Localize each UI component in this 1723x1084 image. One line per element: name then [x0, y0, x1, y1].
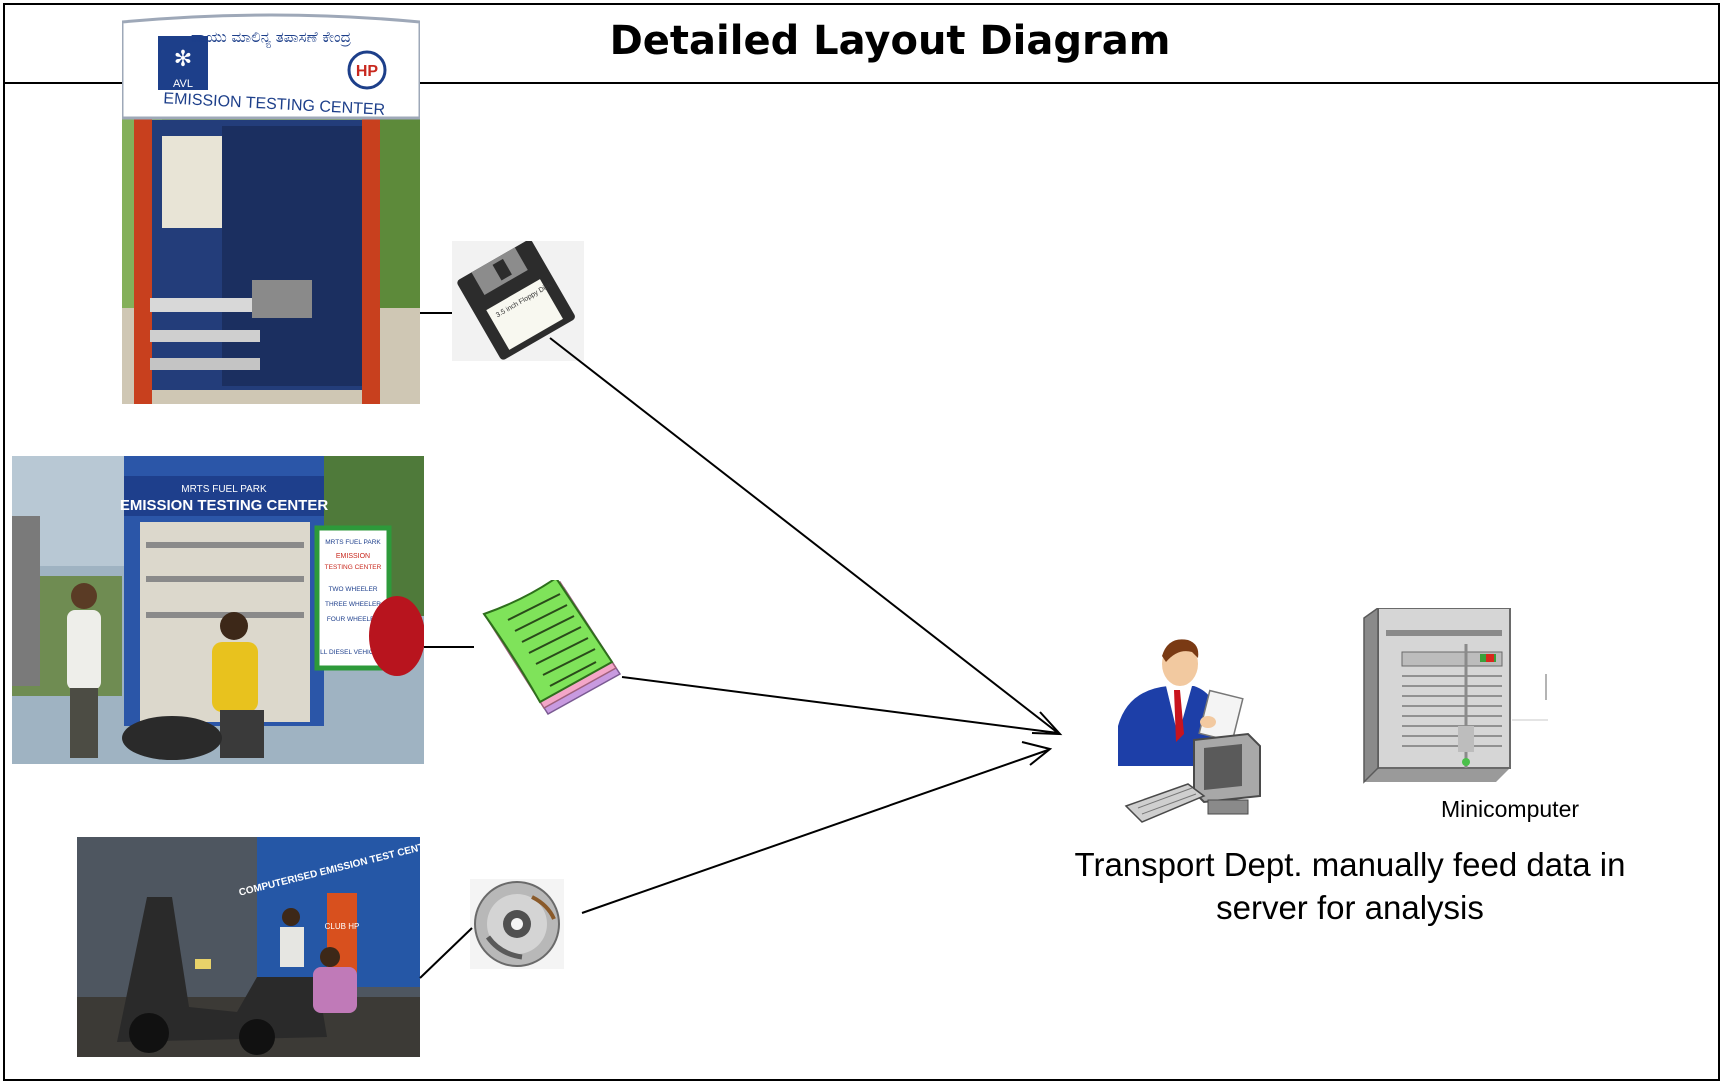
- emission-booth-3-photo: CLUB HP COMPUTERISED EMISSION TEST CENTR…: [77, 837, 420, 1057]
- board-line-7: LL DIESEL VEHICLES: [320, 649, 386, 656]
- paper-documents-icon: [482, 580, 622, 715]
- booth3-board: CLUB HP: [325, 922, 360, 931]
- cd-arrow: [581, 749, 1049, 914]
- arrowhead-top: [1031, 711, 1063, 736]
- avl-logo-text: AVL: [173, 78, 193, 90]
- board-line-6: FOUR WHEELER: [327, 616, 380, 623]
- board-line-1: MRTS FUEL PARK: [325, 539, 381, 546]
- emission-booth-1-photo: ✻ AVL HP ವಾಯು ಮಾಲಿನ್ಯ ತಪಾಸಣೆ ಕೇಂದ್ರ EMIS…: [122, 13, 420, 404]
- board-line-4: TWO WHEELER: [328, 586, 377, 593]
- board-line-5: THREE WHEELER: [325, 601, 381, 608]
- minicomputer-server-icon: [1363, 608, 1548, 784]
- diagram-title: Detailed Layout Diagram: [609, 18, 1171, 64]
- minicomputer-label: Minicomputer: [1440, 796, 1580, 822]
- svg-text:✻: ✻: [174, 47, 192, 72]
- floppy-disk-icon: 3.5 inch Floppy Disk: [452, 241, 584, 361]
- caption-line-1: Transport Dept. manually feed data in: [1074, 846, 1626, 883]
- emission-booth-2-photo: MRTS FUEL PARK EMISSION TESTING CENTER M…: [12, 456, 424, 764]
- floppy-arrow: [549, 337, 1059, 734]
- board-line-3: TESTING CENTER: [325, 564, 382, 571]
- booth2-sign-text: EMISSION TESTING CENTER: [120, 497, 329, 514]
- compact-disc-icon: [470, 879, 564, 969]
- operator-at-computer-icon: [1118, 639, 1261, 823]
- booth2-sign-top: MRTS FUEL PARK: [181, 484, 267, 495]
- caption-line-2: server for analysis: [1216, 889, 1484, 926]
- board-line-2: EMISSION: [336, 553, 370, 560]
- server-caption: Transport Dept. manually feed data in se…: [1040, 843, 1660, 929]
- booth3-to-cd-line: [419, 927, 473, 979]
- arrowhead-bottom: [1021, 741, 1053, 766]
- paper-arrow: [621, 676, 1059, 734]
- hp-logo-text: HP: [356, 63, 379, 80]
- booth1-local-sign: ವಾಯು ಮಾಲಿನ್ಯ ತಪಾಸಣೆ ಕೇಂದ್ರ: [191, 28, 351, 48]
